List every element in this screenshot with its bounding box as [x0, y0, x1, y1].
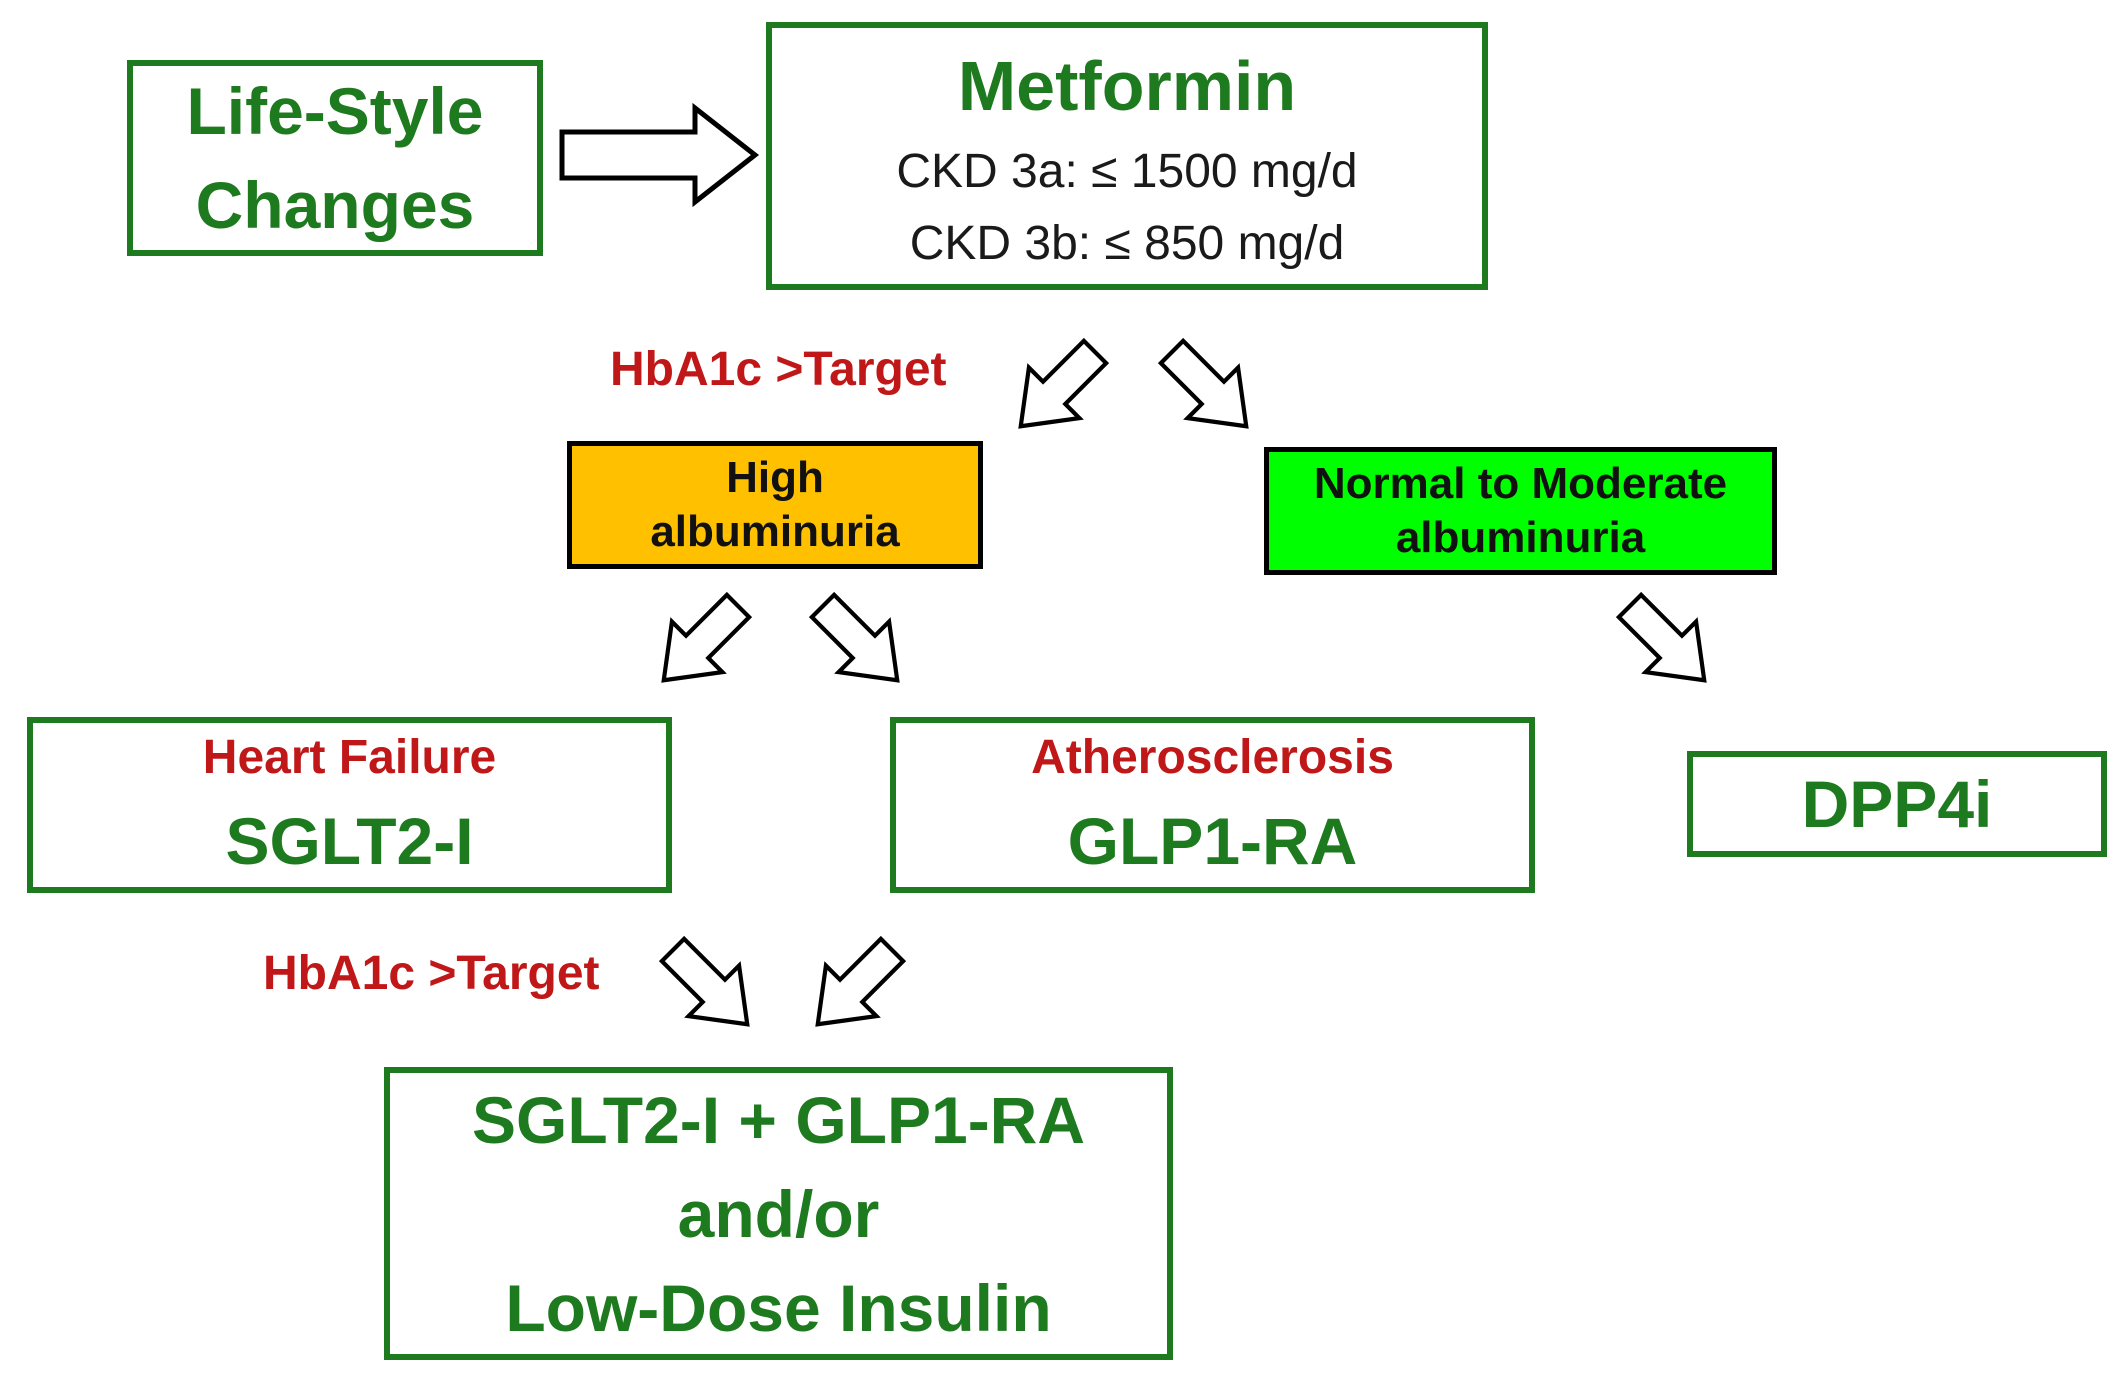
metformin-dose-ckd3b: CKD 3b: ≤ 850 mg/d [909, 217, 1345, 270]
dpp4i-box: DPP4i [1687, 751, 2107, 857]
metformin-dose-ckd3a: CKD 3a: ≤ 1500 mg/d [896, 145, 1358, 198]
arrow-lifestyle-to-metformin [559, 102, 760, 208]
arrow-metformin-to-normal-albuminuria [1147, 327, 1272, 452]
heart-failure-drug: SGLT2-I [225, 804, 474, 878]
atherosclerosis-box: Atherosclerosis GLP1-RA [890, 717, 1535, 893]
arrow-high-albuminuria-to-atherosclerosis [798, 581, 923, 706]
arrow-high-albuminuria-to-heart-failure [639, 581, 764, 706]
combination-line1: SGLT2-I + GLP1-RA [471, 1082, 1085, 1157]
hba1c-target-label-top: HbA1c >Target [610, 343, 947, 396]
combination-line2: and/or [677, 1176, 880, 1251]
normal-albuminuria-line2: albuminuria [1395, 513, 1646, 562]
dpp4i-drug: DPP4i [1801, 767, 1993, 841]
combination-line3: Low-Dose Insulin [505, 1270, 1052, 1345]
heart-failure-box: Heart Failure SGLT2-I [27, 717, 672, 893]
metformin-box: Metformin CKD 3a: ≤ 1500 mg/d CKD 3b: ≤ … [766, 22, 1488, 290]
high-albuminuria-line2: albuminuria [650, 507, 900, 556]
arrow-normal-albuminuria-to-dpp4i [1605, 581, 1730, 706]
hba1c-target-label-bottom: HbA1c >Target [263, 947, 600, 1000]
arrow-heart-failure-to-combination [648, 925, 773, 1050]
combination-therapy-box: SGLT2-I + GLP1-RA and/or Low-Dose Insuli… [384, 1067, 1173, 1360]
arrow-atherosclerosis-to-combination [793, 925, 918, 1050]
atherosclerosis-condition: Atherosclerosis [1031, 731, 1394, 784]
normal-albuminuria-line1: Normal to Moderate [1313, 459, 1728, 508]
atherosclerosis-drug: GLP1-RA [1067, 804, 1358, 878]
heart-failure-condition: Heart Failure [202, 731, 497, 784]
arrow-metformin-to-high-albuminuria [996, 327, 1121, 452]
lifestyle-line1: Life-Style [186, 74, 484, 148]
lifestyle-changes-box: Life-Style Changes [127, 60, 543, 256]
metformin-title: Metformin [957, 47, 1297, 125]
high-albuminuria-line1: High [726, 453, 824, 502]
high-albuminuria-box: High albuminuria [567, 441, 983, 569]
lifestyle-line2: Changes [195, 168, 475, 242]
normal-albuminuria-box: Normal to Moderate albuminuria [1264, 447, 1777, 575]
